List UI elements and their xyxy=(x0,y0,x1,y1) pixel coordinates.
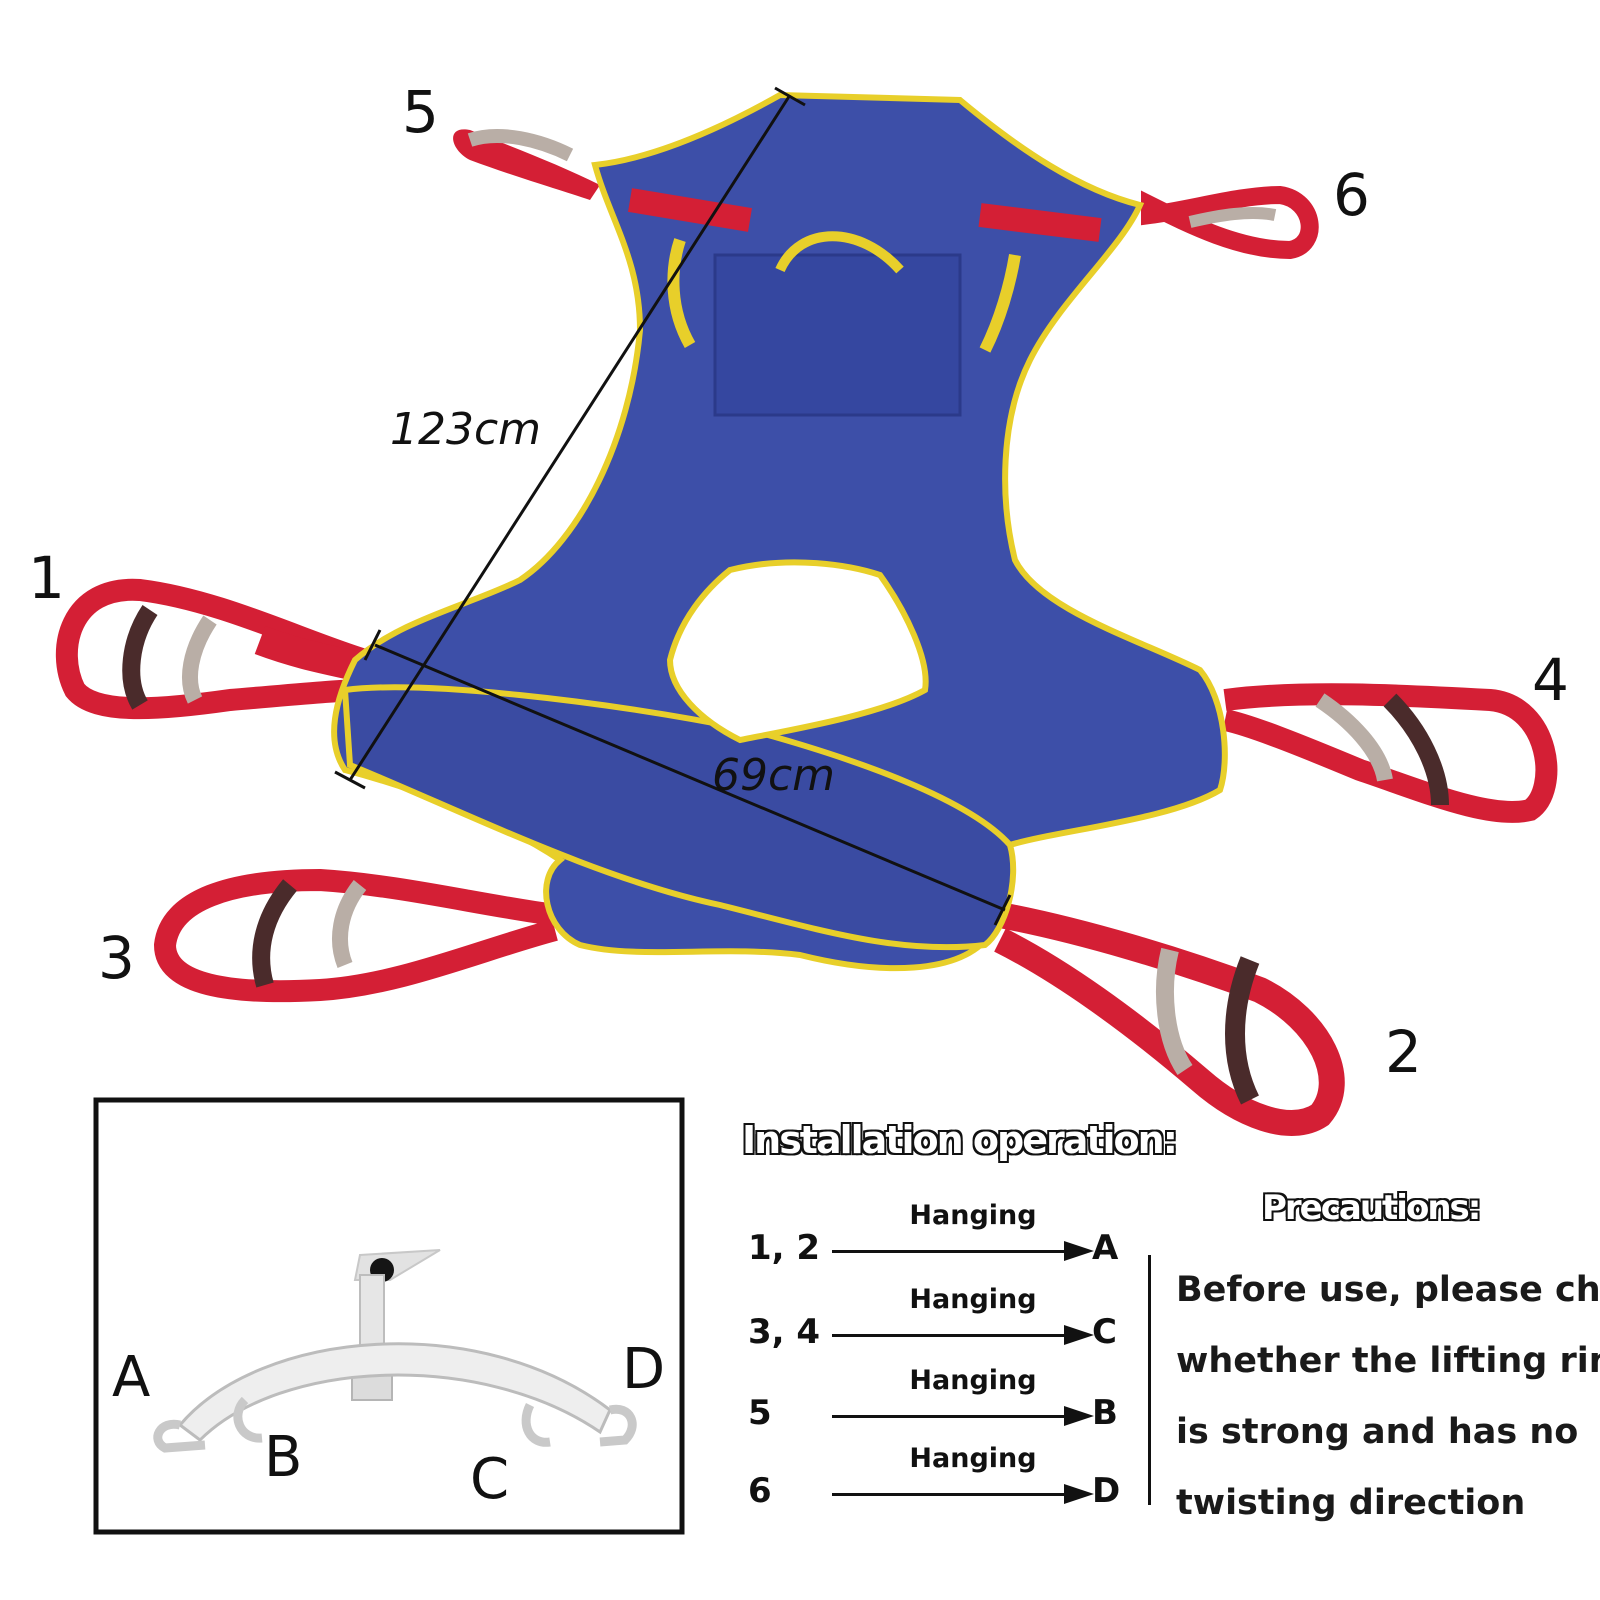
precaution-line: Before use, please check xyxy=(1176,1270,1600,1310)
arrow-icon xyxy=(832,1241,1094,1261)
arrow-icon xyxy=(832,1406,1094,1426)
row-to: D xyxy=(1092,1471,1121,1511)
installation-row: 5 Hanging B xyxy=(742,1365,1132,1435)
row-verb: Hanging xyxy=(909,1284,1037,1315)
row-to: A xyxy=(1092,1228,1119,1268)
precautions-title: Precautions: xyxy=(1262,1188,1481,1228)
strap-5 xyxy=(453,128,600,200)
seat-opening xyxy=(666,559,929,744)
installation-row: 3, 4 Hanging C xyxy=(742,1284,1132,1354)
precautions-divider xyxy=(1148,1255,1151,1505)
strap-label-2: 2 xyxy=(1385,1018,1422,1086)
row-to: C xyxy=(1092,1312,1117,1352)
precaution-line: is strong and has no xyxy=(1176,1412,1579,1452)
strap-label-6: 6 xyxy=(1333,161,1370,229)
row-to: B xyxy=(1092,1393,1118,1433)
precaution-line: twisting direction xyxy=(1176,1483,1526,1523)
dimension-tick xyxy=(774,86,806,107)
strap-1 xyxy=(55,578,369,720)
installation-row: 6 Hanging D xyxy=(742,1443,1132,1513)
strap-3 xyxy=(153,868,558,1003)
dimension-line-width xyxy=(374,643,1006,912)
dimension-tick xyxy=(334,770,366,790)
hook-label-b: B xyxy=(264,1425,302,1490)
dimension-width-label: 69cm xyxy=(712,750,835,801)
strap-label-1: 1 xyxy=(28,544,65,612)
yellow-loop-left xyxy=(667,238,696,348)
dimension-tick xyxy=(993,894,1012,926)
row-verb: Hanging xyxy=(909,1443,1037,1474)
shoulder-strap-right xyxy=(978,203,1102,242)
dimension-length-label: 123cm xyxy=(390,404,541,455)
hook-label-d: D xyxy=(622,1337,665,1402)
hook-label-c: C xyxy=(470,1447,509,1512)
installation-title: Installation operation: xyxy=(741,1117,1179,1163)
precaution-line: whether the lifting ring xyxy=(1176,1341,1600,1381)
strap-6 xyxy=(1141,185,1319,260)
row-from: 5 xyxy=(748,1393,772,1433)
hanger-bar xyxy=(153,1249,637,1453)
hanger-box xyxy=(93,1097,685,1535)
head-pocket xyxy=(713,253,962,417)
arrow-icon xyxy=(832,1325,1094,1345)
strap-label-4: 4 xyxy=(1532,646,1569,714)
installation-row: 1, 2 Hanging A xyxy=(742,1200,1132,1270)
strap-label-3: 3 xyxy=(98,924,135,992)
dimension-tick xyxy=(363,629,382,661)
row-from: 6 xyxy=(748,1471,772,1511)
strap-4 xyxy=(1222,683,1558,823)
strap-2 xyxy=(994,902,1345,1136)
row-from: 3, 4 xyxy=(748,1312,821,1352)
row-verb: Hanging xyxy=(909,1365,1037,1396)
strap-label-5: 5 xyxy=(402,78,439,146)
yellow-loop-right xyxy=(979,254,1021,353)
row-from: 1, 2 xyxy=(748,1228,821,1268)
shoulder-strap-left xyxy=(628,188,752,232)
pocket-handle xyxy=(775,231,904,274)
arrow-icon xyxy=(832,1484,1094,1504)
hook-label-a: A xyxy=(112,1345,150,1410)
row-verb: Hanging xyxy=(909,1200,1037,1231)
precautions-text: Before use, please check whether the lif… xyxy=(1176,1255,1600,1539)
